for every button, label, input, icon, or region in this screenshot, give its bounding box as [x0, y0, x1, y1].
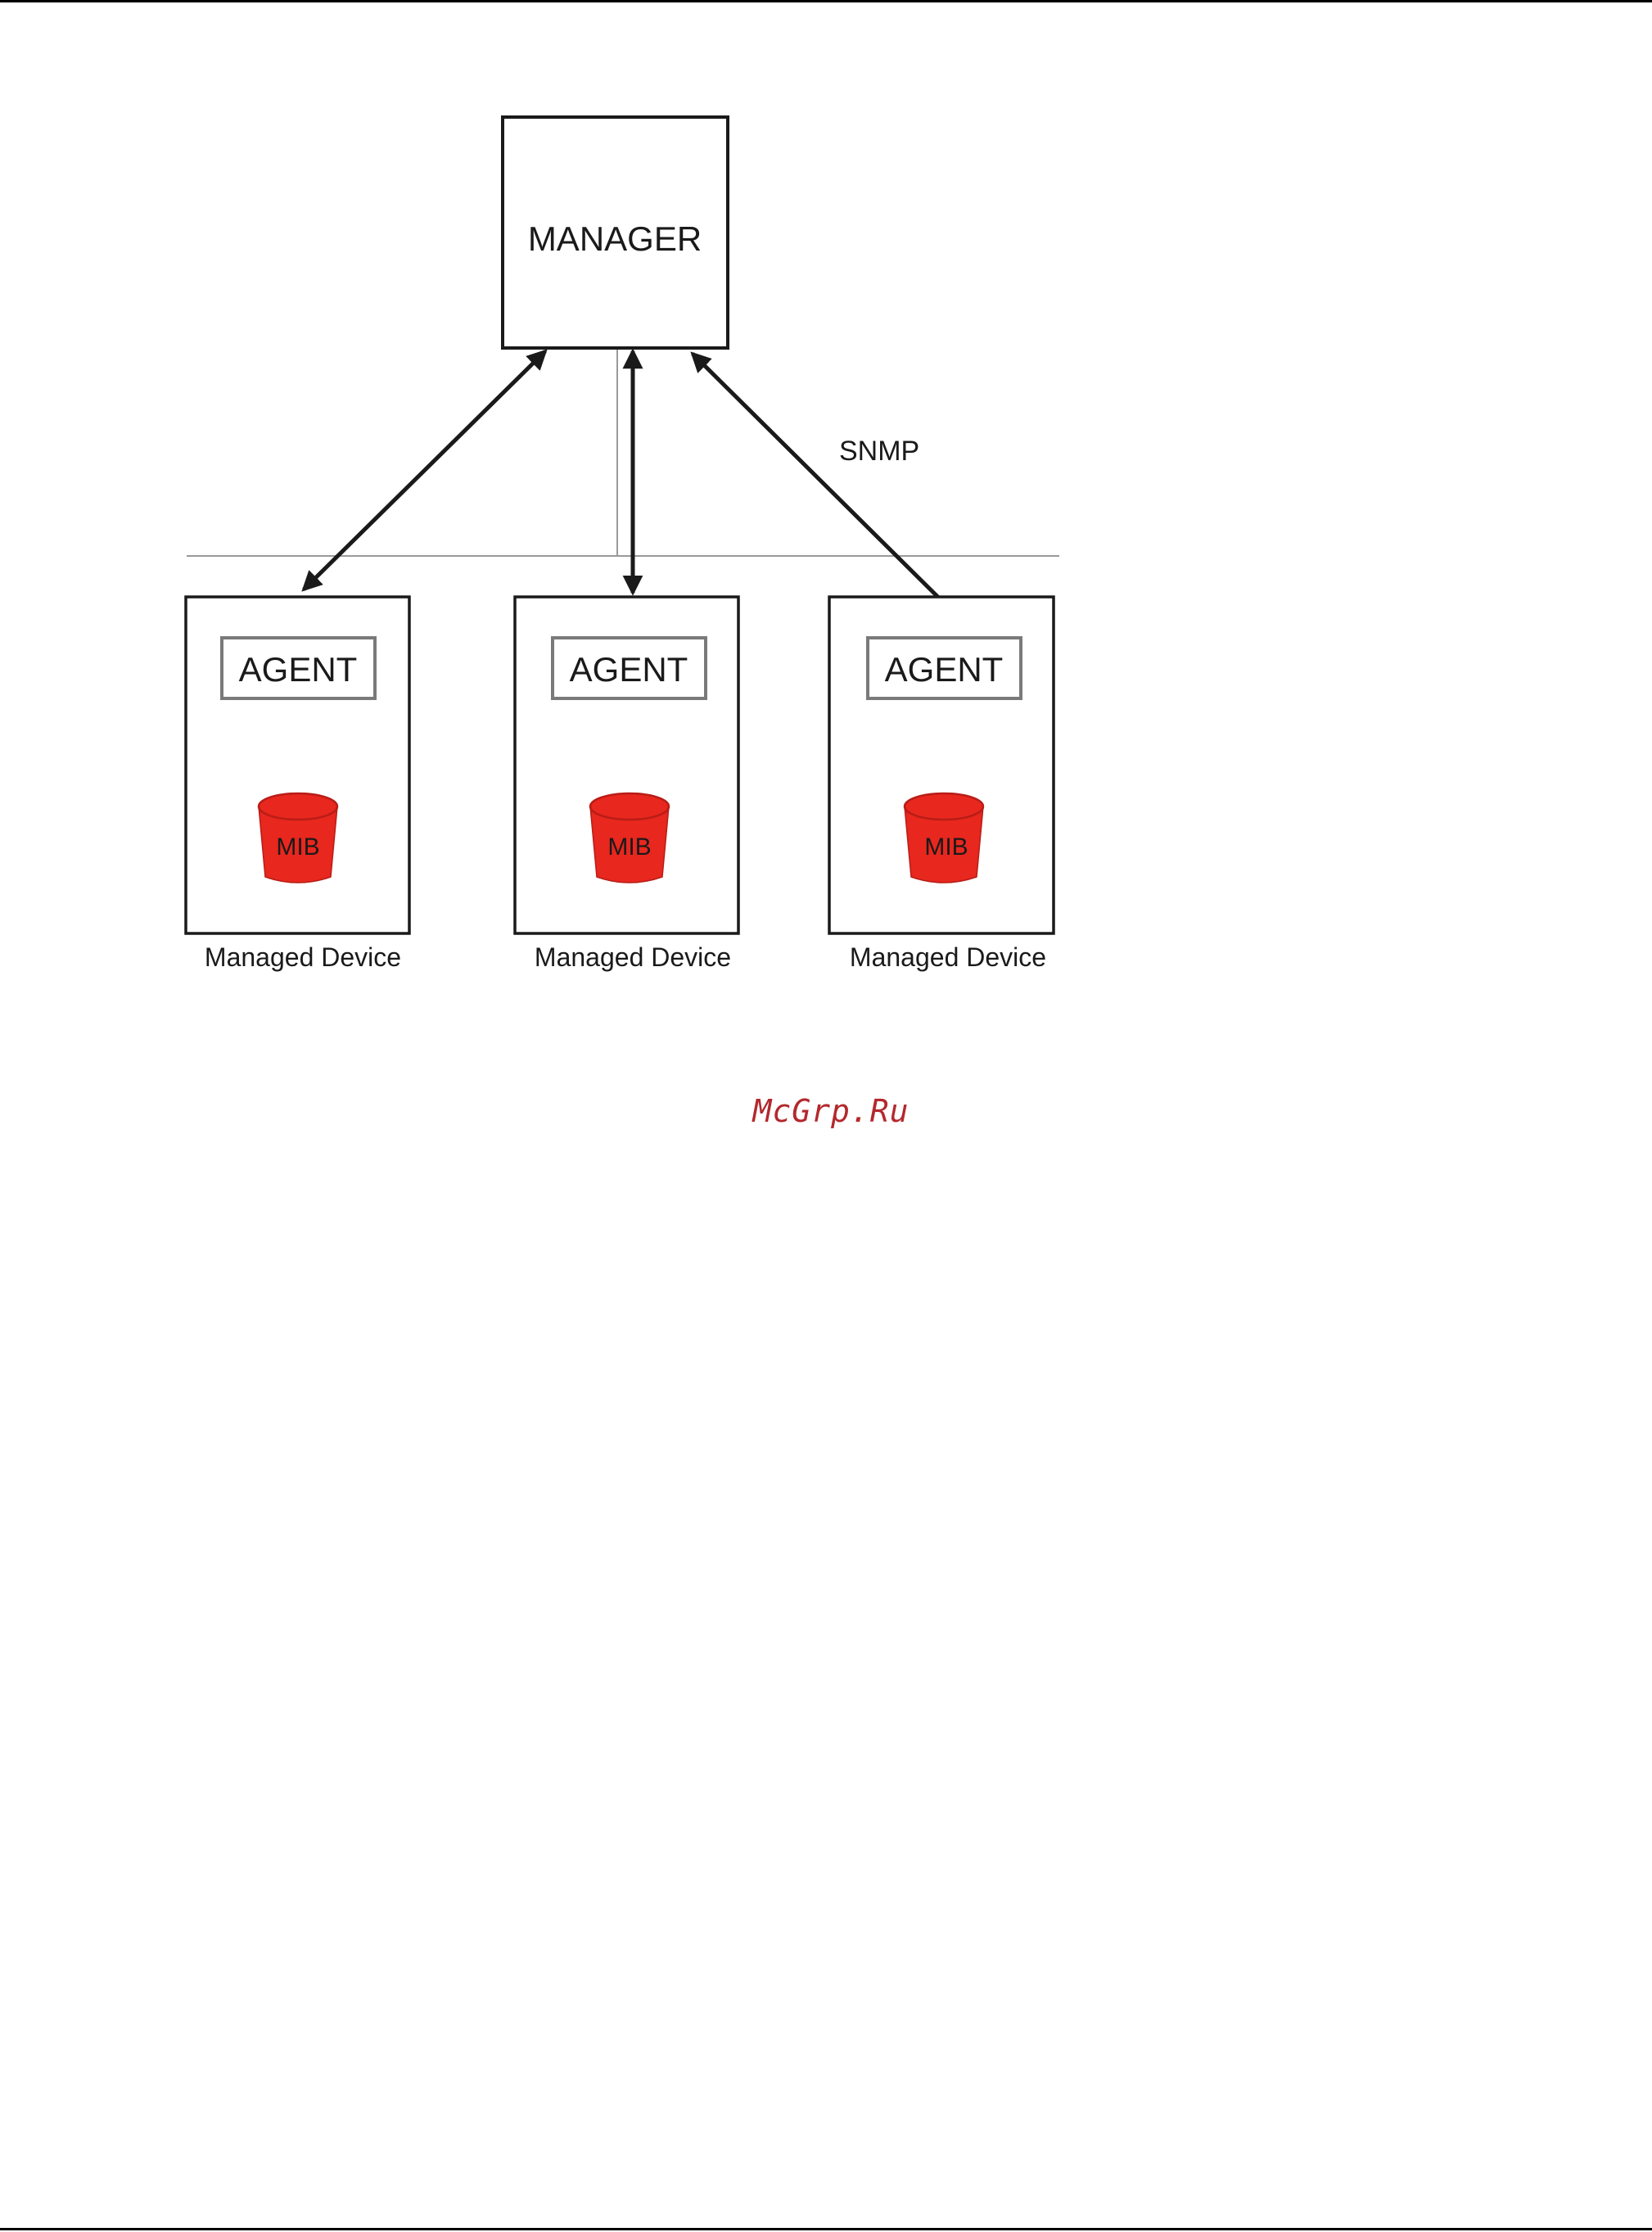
- managed-device-2: AGENT MIB Managed Device: [515, 597, 738, 972]
- snmp-arrows: [304, 351, 972, 630]
- watermark-text: McGrp.Ru: [737, 1093, 925, 1129]
- device-label: Managed Device: [535, 942, 731, 972]
- snmp-arrow-left: [304, 351, 545, 590]
- device-label: Managed Device: [850, 942, 1046, 972]
- device-label: Managed Device: [205, 942, 401, 972]
- snmp-diagram: MANAGER SNMP AGENT MIB Managed Device AG…: [0, 0, 1652, 1064]
- agent-label: AGENT: [570, 650, 688, 689]
- mib-label: MIB: [607, 834, 651, 861]
- agent-label: AGENT: [885, 650, 1004, 689]
- managed-device-1: AGENT MIB Managed Device: [186, 597, 409, 972]
- snmp-arrow-right: [693, 354, 972, 630]
- manager-node: MANAGER: [503, 117, 728, 348]
- agent-label: AGENT: [239, 650, 358, 689]
- manager-label: MANAGER: [528, 219, 702, 258]
- managed-device-3: AGENT MIB Managed Device: [829, 597, 1054, 972]
- mib-label: MIB: [924, 834, 968, 861]
- snmp-label: SNMP: [839, 436, 919, 467]
- bottom-rule: [0, 2228, 1652, 2230]
- mib-label: MIB: [276, 834, 319, 861]
